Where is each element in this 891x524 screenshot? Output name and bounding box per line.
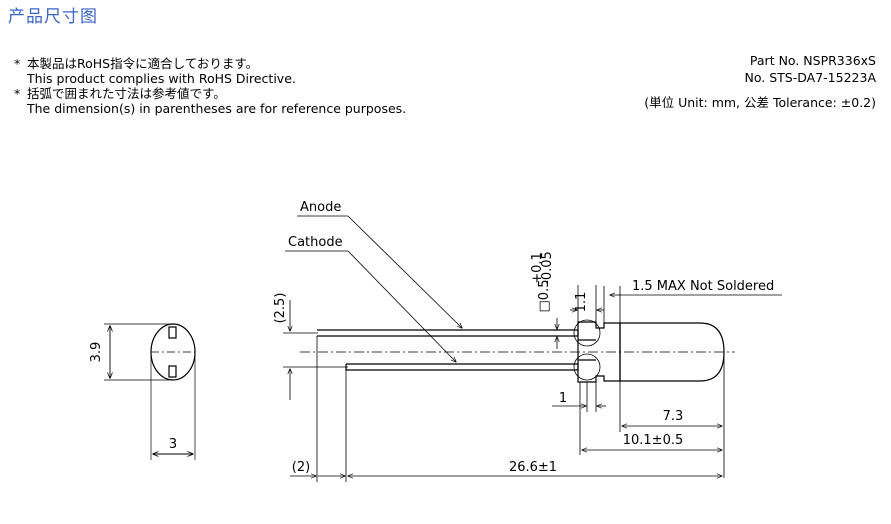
part-number: Part No. NSPR336xS [749,53,876,68]
dim-2: (2) [292,460,310,475]
cathode-label: Cathode [288,235,343,250]
anode-label: Anode [300,200,341,215]
not-soldered-label: 1.5 MAX Not Soldered [632,279,774,294]
dim-lead-tol-plus: +0.1 [530,252,545,284]
dim-3-9: 3.9 [89,342,104,363]
dim-lead-square: □0.5 [537,280,552,313]
side-view [300,319,735,383]
end-view-lead-bottom [168,365,177,378]
page-title: 产品尺寸图 [8,7,98,27]
note-reference-jp: *括弧で囲まれた寸法は参考値です。 [14,86,226,101]
led-body [619,322,725,382]
note-rohs-jp: *本製品はRoHS指令に適合しております。 [14,56,259,71]
doc-number: No. STS-DA7-15223A [744,70,876,85]
note-rohs-en: This product complies with RoHS Directiv… [27,71,296,86]
anode-lead [317,329,579,337]
dim-3: 3 [169,437,177,452]
dim-lead-tol-minus: -0.05 [540,251,555,285]
unit-tolerance: (単位 Unit: mm, 公差 Tolerance: ±0.2) [644,95,876,110]
dim-26-6: 26.6±1 [509,460,557,475]
dim-10-1: 10.1±0.5 [623,433,684,448]
end-view [104,323,196,460]
end-view-lead-top [168,326,177,339]
dim-1: 1 [559,391,567,406]
dim-2-5: (2.5) [273,293,288,324]
dim-7-3: 7.3 [663,409,684,424]
note-reference-en: The dimension(s) in parentheses are for … [27,101,407,116]
cathode-lead [345,363,579,371]
dim-1-1: 1.1 [574,292,589,313]
notes-block: *本製品はRoHS指令に適合しております。 This product compl… [14,56,406,116]
part-info: Part No. NSPR336xS No. STS-DA7-15223A (単… [644,52,876,111]
